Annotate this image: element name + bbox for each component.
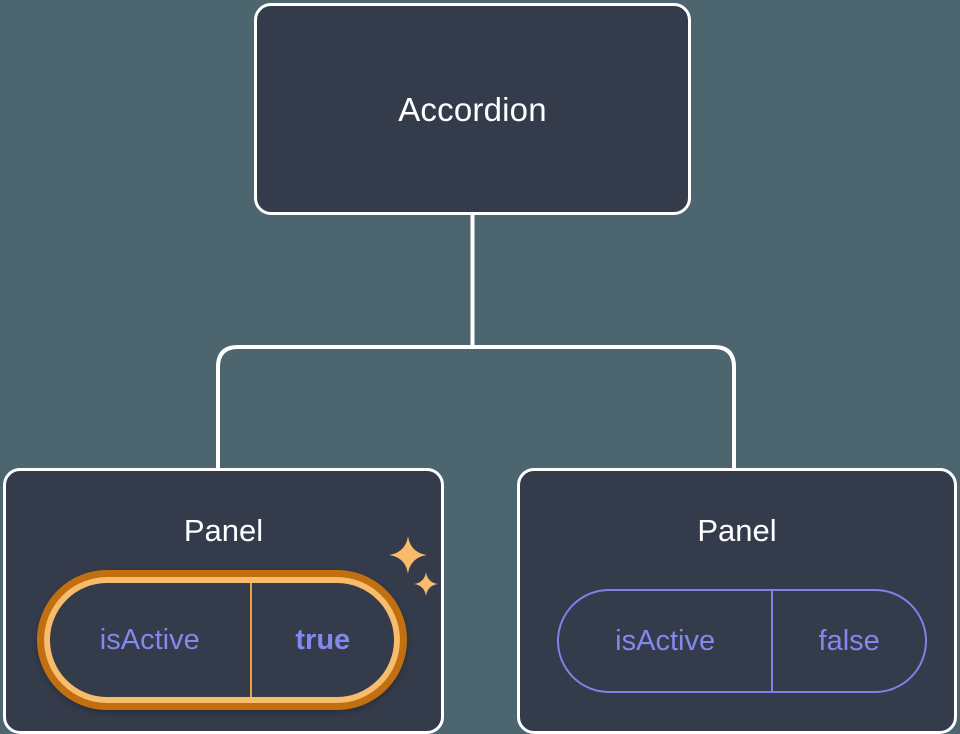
- node-accordion[interactable]: Accordion: [254, 3, 691, 215]
- connector-branch-bar: [216, 345, 736, 468]
- node-accordion-label: Accordion: [398, 90, 547, 128]
- prop-pill-inner-ring: isActive true: [44, 577, 400, 703]
- node-panel-right-label: Panel: [697, 513, 777, 548]
- node-panel-left-label: Panel: [183, 513, 264, 548]
- prop-value-left: true: [249, 583, 394, 697]
- prop-pill-isactive-false[interactable]: isActive false: [557, 589, 927, 693]
- prop-value-right: false: [771, 591, 925, 691]
- prop-pill-isactive-true[interactable]: isActive true: [37, 570, 407, 710]
- prop-key-right: isActive: [615, 624, 716, 657]
- prop-key-left: isActive: [99, 623, 200, 656]
